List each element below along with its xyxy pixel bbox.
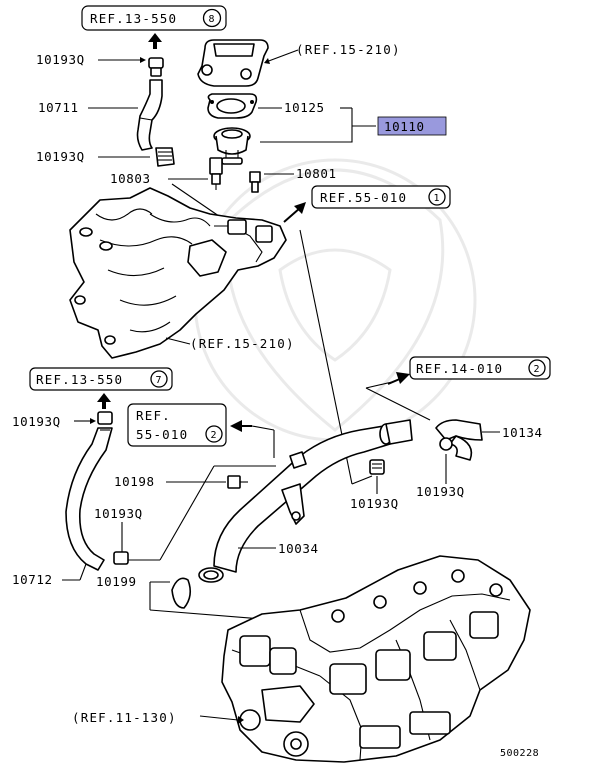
ref-13-550-7[interactable]: REF.13-550 7 <box>29 367 173 391</box>
engine-block-part <box>221 555 531 763</box>
thermostat-part <box>213 127 251 165</box>
arrow-to-ref-55-010-1-icon <box>283 202 306 223</box>
clamp-spring-part <box>155 147 175 167</box>
gasket-part <box>207 93 258 119</box>
ref-11-130[interactable]: (REF.11-130) <box>72 710 177 725</box>
intake-manifold-part <box>69 187 287 359</box>
part-label-10193q-right[interactable]: 10193Q <box>416 484 465 499</box>
hose-clamp-part <box>148 57 164 77</box>
part-label-10034[interactable]: 10034 <box>278 541 319 556</box>
part-label-10134[interactable]: 10134 <box>502 425 543 440</box>
water-pipe-10034-part <box>198 419 413 583</box>
sensor-10801-part <box>249 171 261 193</box>
svg-text:REF.14-010: REF.14-010 <box>416 361 503 376</box>
part-label-10193q-left[interactable]: 10193Q <box>12 414 61 429</box>
o-ring-10199-part <box>171 577 192 609</box>
svg-text:REF.13-550: REF.13-550 <box>90 11 177 26</box>
svg-text:2: 2 <box>211 430 218 441</box>
clamp-left-part <box>97 411 113 425</box>
thermostat-housing-part <box>197 39 269 87</box>
svg-text:8: 8 <box>209 14 216 25</box>
ref-55-010-1[interactable]: REF.55-010 1 <box>311 185 451 209</box>
ref-15-210-top[interactable]: (REF.15-210) <box>296 42 401 57</box>
svg-text:1: 1 <box>434 193 441 204</box>
part-label-10193q-middle[interactable]: 10193Q <box>36 149 85 164</box>
clamp-lower-part <box>113 551 129 565</box>
part-label-10711[interactable]: 10711 <box>38 100 79 115</box>
svg-text:2: 2 <box>534 364 541 375</box>
part-label-10125[interactable]: 10125 <box>284 100 325 115</box>
svg-text:REF.: REF. <box>136 408 171 423</box>
svg-text:55-010: 55-010 <box>136 427 188 442</box>
part-label-10193q-center[interactable]: 10193Q <box>350 496 399 511</box>
arrow-to-ref-14-010-icon <box>387 372 410 385</box>
ref-13-550-8[interactable]: REF.13-550 8 <box>81 5 227 31</box>
part-label-10198[interactable]: 10198 <box>114 474 155 489</box>
ref-14-010-2[interactable]: REF.14-010 2 <box>409 356 551 380</box>
ref-15-210-manifold[interactable]: (REF.15-210) <box>190 336 295 351</box>
svg-text:7: 7 <box>156 375 163 386</box>
part-label-10801[interactable]: 10801 <box>296 166 337 181</box>
arrow-to-ref-55-010-2-icon <box>230 420 252 432</box>
up-arrow-icon-2 <box>97 393 111 409</box>
part-label-10712[interactable]: 10712 <box>12 572 53 587</box>
part-label-10110-highlight[interactable]: 10110 <box>377 116 447 136</box>
svg-text:10110: 10110 <box>384 119 425 134</box>
part-label-10193q-top[interactable]: 10193Q <box>36 52 85 67</box>
clamp-center-part <box>369 459 385 475</box>
part-label-10199[interactable]: 10199 <box>96 574 137 589</box>
up-arrow-icon <box>148 33 162 49</box>
hose-10711-part <box>136 79 163 151</box>
bolt-10198-part <box>227 475 248 489</box>
part-label-10803[interactable]: 10803 <box>110 171 151 186</box>
svg-text:REF.55-010: REF.55-010 <box>320 190 407 205</box>
part-label-10193q-lower[interactable]: 10193Q <box>94 506 143 521</box>
hose-10134-part <box>435 419 483 461</box>
svg-text:REF.13-550: REF.13-550 <box>36 372 123 387</box>
ref-55-010-2[interactable]: REF. 55-010 2 <box>127 403 227 447</box>
diagram-id: 500228 <box>500 748 539 759</box>
sensor-10803-part <box>209 157 223 190</box>
hose-10712-part <box>65 427 113 571</box>
